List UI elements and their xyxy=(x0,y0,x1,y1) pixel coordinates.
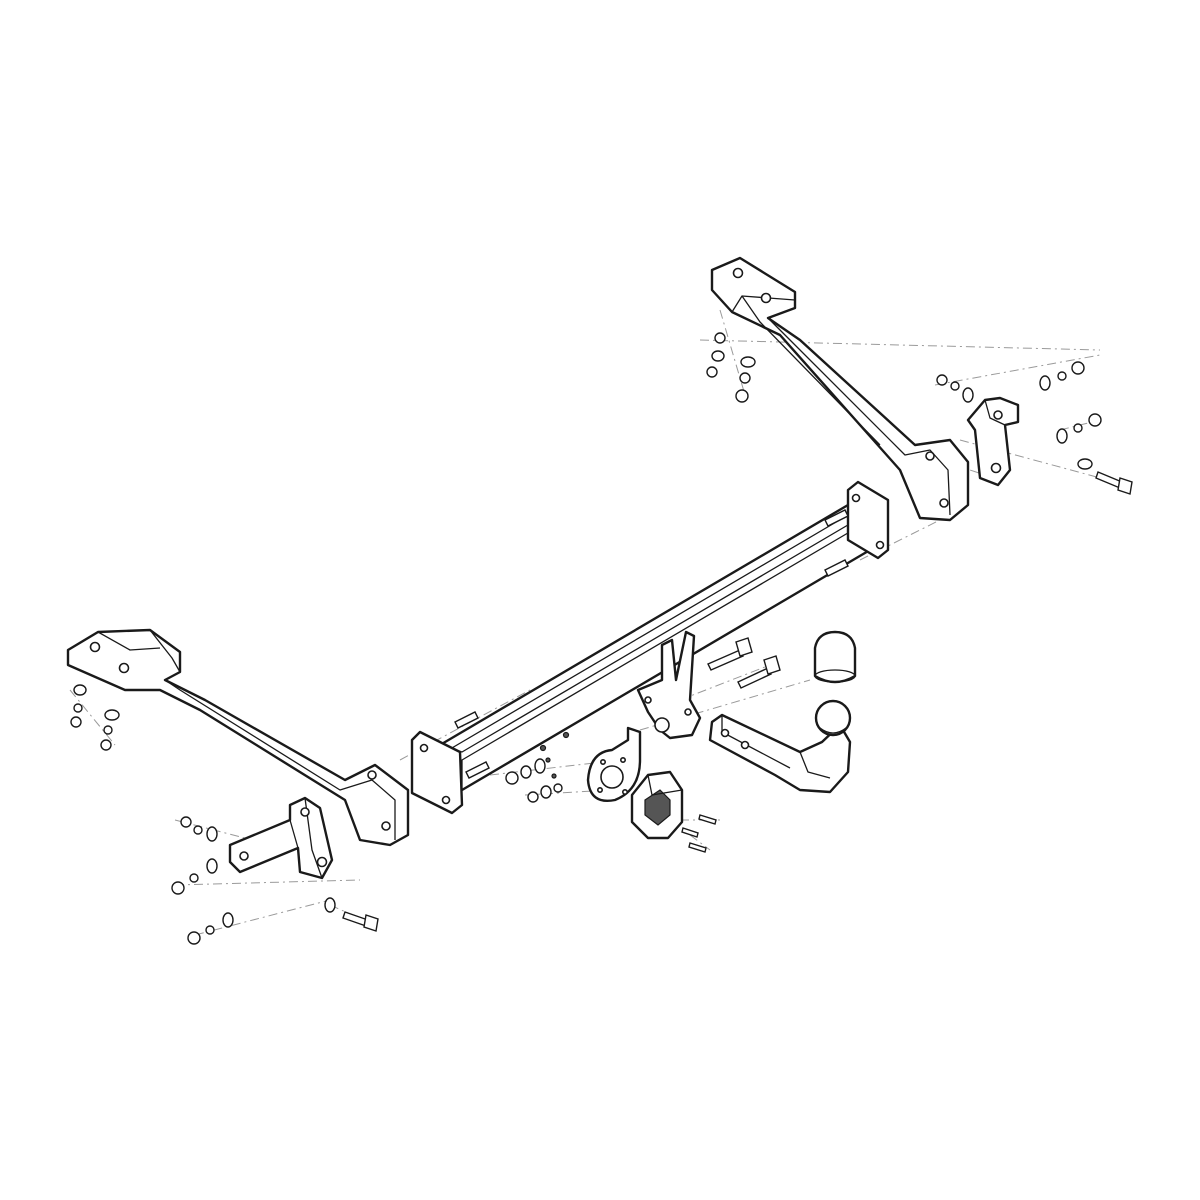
left-bracket-plate xyxy=(228,796,334,880)
nut-icon xyxy=(180,816,192,828)
washer-icon xyxy=(740,356,756,368)
washer-icon xyxy=(540,785,552,799)
nut-icon xyxy=(936,374,948,386)
washer-icon xyxy=(206,826,218,842)
bolt-icon xyxy=(342,911,379,932)
washer-icon xyxy=(73,703,83,713)
nut-icon xyxy=(1071,361,1085,375)
main-crossbar xyxy=(410,480,890,815)
washer-icon xyxy=(103,725,113,735)
washer-icon xyxy=(205,925,215,935)
right-side-arm xyxy=(710,256,970,522)
washer-icon xyxy=(950,381,960,391)
nut-icon xyxy=(100,739,112,751)
washer-icon xyxy=(962,387,974,403)
bolt-icon xyxy=(707,637,753,671)
small-washer-icon xyxy=(551,773,557,779)
washer-icon xyxy=(711,350,725,362)
right-bracket-plate xyxy=(966,396,1020,487)
washer-icon xyxy=(1073,423,1083,433)
small-nut-icon xyxy=(539,744,547,752)
washer-icon xyxy=(1056,428,1068,444)
center-mounting-lug xyxy=(636,630,702,740)
washer-icon xyxy=(1077,458,1093,470)
hardware-bolts xyxy=(342,471,1133,932)
bolt-icon xyxy=(1095,471,1133,495)
washer-icon xyxy=(324,897,336,913)
washer-icon xyxy=(73,684,87,696)
left-side-arm xyxy=(66,628,410,847)
electrical-socket-icon xyxy=(630,770,684,840)
nut-icon xyxy=(171,881,185,895)
washer-icon xyxy=(189,873,199,883)
washer-icon xyxy=(206,858,218,874)
washer-icon xyxy=(520,765,532,779)
washer-icon xyxy=(534,758,546,774)
tow-ball-neck xyxy=(708,699,852,794)
washer-icon xyxy=(553,783,563,793)
small-washer-icon xyxy=(545,757,551,763)
nut-icon xyxy=(714,332,726,344)
nut-icon xyxy=(505,771,519,785)
washer-icon xyxy=(222,912,234,928)
small-nut-icon xyxy=(562,731,570,739)
nut-icon xyxy=(527,791,539,803)
washer-icon xyxy=(1039,375,1051,391)
nut-icon xyxy=(70,716,82,728)
washer-icon xyxy=(104,709,120,721)
bolt-icon xyxy=(737,655,781,689)
hardware-nuts-washers xyxy=(70,332,1102,945)
nut-icon xyxy=(739,372,751,384)
nut-icon xyxy=(735,389,749,403)
socket-mounting-plate xyxy=(586,726,642,802)
tow-ball-cap xyxy=(813,630,857,684)
nut-icon xyxy=(187,931,201,945)
assembly-axes xyxy=(69,309,1131,936)
washer-icon xyxy=(193,825,203,835)
nut-icon xyxy=(1088,413,1102,427)
washer-icon xyxy=(1057,371,1067,381)
nut-icon xyxy=(706,366,718,378)
